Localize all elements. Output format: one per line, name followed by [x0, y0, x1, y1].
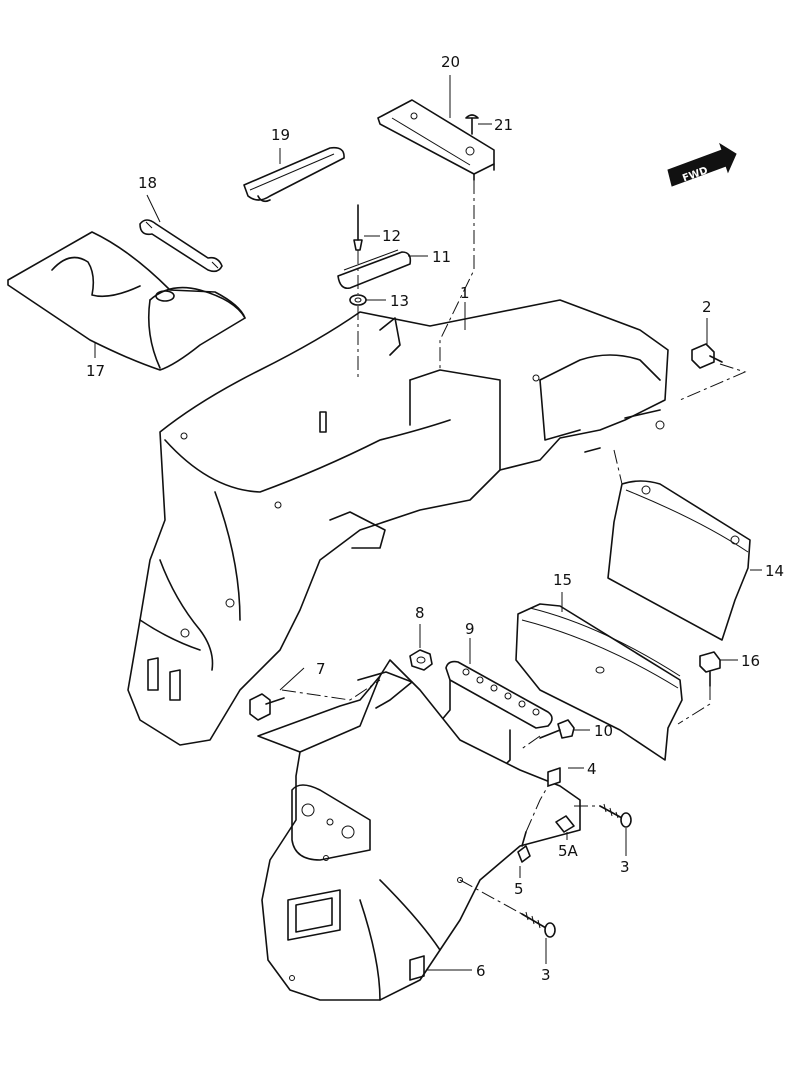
callout-7: 7	[316, 660, 326, 678]
callout-15: 15	[553, 571, 572, 589]
callout-13: 13	[390, 292, 409, 310]
callout-6: 6	[476, 962, 486, 980]
bolt-16	[699, 651, 721, 687]
washer-13	[349, 294, 367, 306]
callout-20: 20	[441, 53, 460, 71]
callout-11: 11	[432, 248, 451, 266]
callout-9: 9	[465, 620, 475, 638]
leader-lines	[94, 75, 762, 971]
seat-lock-bracket	[377, 99, 495, 181]
screw-21	[465, 114, 479, 135]
bolt-2	[691, 343, 723, 369]
spanner-tool	[139, 219, 223, 273]
callout-10: 10	[594, 722, 613, 740]
nut-5a	[555, 815, 575, 833]
bolt-10	[539, 719, 575, 739]
lower-fender	[257, 659, 581, 1001]
battery-strap	[243, 146, 345, 203]
callout-labels: 20 21 19 18 12 11 13 1 2 17 14 15 16 8 9…	[86, 53, 784, 984]
license-bracket	[439, 660, 553, 779]
callout-12: 12	[382, 227, 401, 245]
rear-mud-flap	[607, 480, 751, 641]
clip-4	[547, 767, 561, 787]
callout-5: 5	[514, 880, 524, 898]
rivet-12	[353, 204, 363, 251]
rivet-5	[517, 831, 531, 863]
callout-18: 18	[138, 174, 157, 192]
screw-3-lower	[521, 911, 556, 938]
screw-3-upper	[599, 803, 632, 828]
callout-14: 14	[765, 562, 784, 580]
rear-fender-main	[127, 299, 669, 746]
assembly-lines	[281, 180, 747, 915]
bolt-7	[249, 693, 285, 721]
callout-19: 19	[271, 126, 290, 144]
callout-21: 21	[494, 116, 513, 134]
forward-arrow-icon: FWD	[667, 142, 737, 187]
callout-1: 1	[460, 284, 470, 302]
inner-fender-panel	[515, 603, 683, 761]
wire-clamp	[337, 249, 412, 290]
callout-5a: 5A	[558, 842, 579, 860]
callout-3-upper: 3	[620, 858, 630, 876]
callout-16: 16	[741, 652, 760, 670]
callout-8: 8	[415, 604, 425, 622]
nut-8	[409, 649, 433, 671]
callout-4: 4	[587, 760, 597, 778]
callout-2: 2	[702, 298, 712, 316]
callout-3-lower: 3	[541, 966, 551, 984]
tool-bag	[7, 231, 246, 371]
callout-17: 17	[86, 362, 105, 380]
